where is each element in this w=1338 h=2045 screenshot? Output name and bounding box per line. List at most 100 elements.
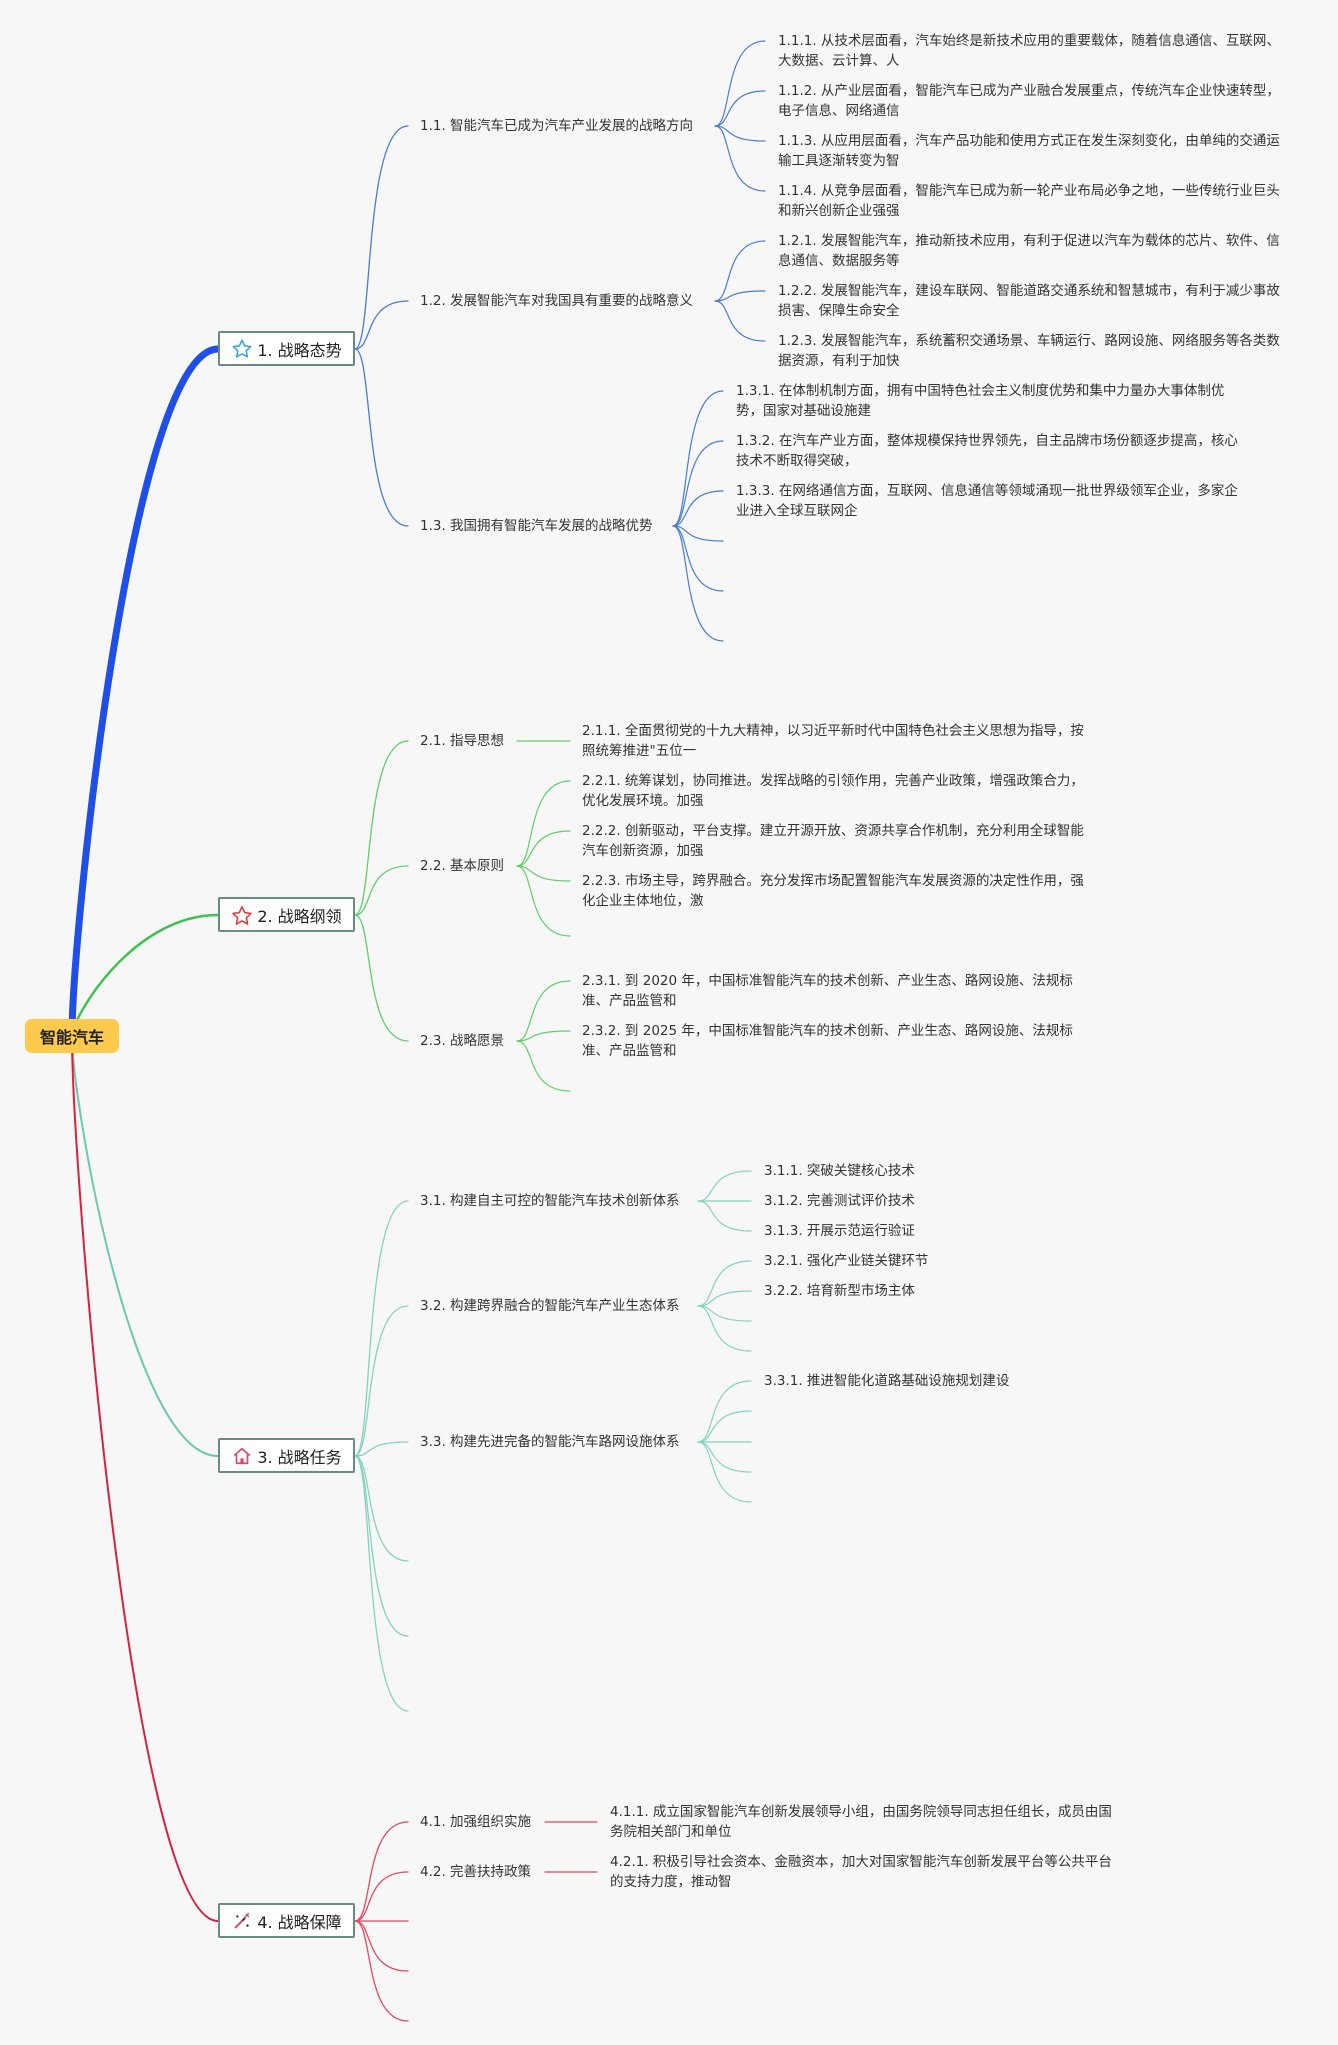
branch-l3-42 — [697, 1170, 752, 1202]
branch-l3-45 — [697, 1260, 752, 1307]
branch-l3-27 — [714, 300, 766, 342]
branch-l2-7 — [354, 740, 409, 916]
branch-l2-9 — [354, 914, 409, 1042]
node-3-3[interactable]: 3.3. 构建先进完备的智能汽车路网设施体系 — [420, 1434, 680, 1450]
branch-l3-31 — [672, 525, 724, 542]
branch-l2-16 — [354, 1821, 409, 1922]
branch-l3-33 — [672, 525, 724, 642]
house-icon — [231, 1445, 253, 1467]
branch-l3-52 — [697, 1441, 752, 1473]
star-red-icon — [231, 904, 253, 926]
branch-l3-37 — [516, 865, 571, 882]
leaf-1-3-2[interactable]: 1.3.2. 在汽车产业方面，整体规模保持世界领先，自主品牌市场份额逐步提高，核… — [736, 433, 1238, 469]
branch-l2-17 — [354, 1871, 409, 1922]
leaf-1-1-3[interactable]: 1.1.3. 从应用层面看，汽车产品功能和使用方式正在发生深刻变化，由单纯的交通… — [778, 133, 1280, 169]
leaf-1-1-4[interactable]: 1.1.4. 从竞争层面看，智能汽车已成为新一轮产业布局必争之地，一些传统行业巨… — [778, 183, 1280, 219]
category-label: 3. 战略任务 — [257, 1447, 342, 1467]
branch-l2-10 — [354, 1200, 409, 1457]
branch-l2-20 — [354, 1920, 409, 2022]
node-1-2[interactable]: 1.2. 发展智能汽车对我国具有重要的战略意义 — [420, 293, 694, 309]
leaf-3-2-2[interactable]: 3.2.2. 培育新型市场主体 — [764, 1283, 915, 1299]
tools-icon — [231, 1910, 253, 1932]
branch-l2-15 — [354, 1455, 409, 1712]
branch-l3-22 — [714, 90, 766, 127]
node-2-2[interactable]: 2.2. 基本原则 — [420, 858, 505, 874]
leaf-1-3-3[interactable]: 1.3.3. 在网络通信方面，互联网、信息通信等领域涌现一批世界级领军企业，多家… — [736, 483, 1238, 519]
branch-l2-11 — [354, 1305, 409, 1457]
node-4-1[interactable]: 4.1. 加强组织实施 — [420, 1814, 532, 1830]
branch-l2-8 — [354, 865, 409, 916]
leaf-2-2-1[interactable]: 2.2.1. 统筹谋划，协同推进。发挥战略的引领作用，完善产业政策，增强政策合力… — [582, 773, 1084, 809]
root-branch-2 — [71, 1035, 219, 1457]
node-3-1[interactable]: 3.1. 构建自主可控的智能汽车技术创新体系 — [420, 1193, 680, 1209]
category-node-strategy-situation[interactable]: 1. 战略态势 — [218, 331, 355, 366]
root-branch-0 — [68, 345, 222, 1040]
category-label: 4. 战略保障 — [257, 1912, 342, 1932]
leaf-3-1-1[interactable]: 3.1.1. 突破关键核心技术 — [764, 1163, 915, 1179]
branch-l3-30 — [672, 490, 724, 527]
branch-l3-46 — [697, 1290, 752, 1307]
leaf-1-1-2[interactable]: 1.1.2. 从产业层面看，智能汽车已成为产业融合发展重点，传统汽车企业快速转型… — [778, 83, 1280, 119]
branch-l3-53 — [697, 1441, 752, 1503]
branch-l3-38 — [516, 865, 571, 937]
branch-l3-39 — [516, 980, 571, 1042]
leaf-1-2-3[interactable]: 1.2.3. 发展智能汽车，系统蓄积交通场景、车辆运行、路网设施、网络服务等各类… — [778, 333, 1280, 369]
branch-l3-47 — [697, 1305, 752, 1322]
branch-l2-14 — [354, 1455, 409, 1637]
branch-l3-48 — [697, 1305, 752, 1352]
leaf-1-3-1[interactable]: 1.3.1. 在体制机制方面，拥有中国特色社会主义制度优势和集中力量办大事体制优… — [736, 383, 1225, 419]
branch-l3-40 — [516, 1030, 571, 1042]
branch-l2-5 — [354, 300, 409, 350]
branch-l2-13 — [354, 1455, 409, 1562]
node-3-2[interactable]: 3.2. 构建跨界融合的智能汽车产业生态体系 — [420, 1298, 680, 1314]
branch-l2-19 — [354, 1920, 409, 1972]
branch-l3-25 — [714, 240, 766, 302]
root-branch-1 — [70, 913, 220, 1038]
leaf-2-1-1[interactable]: 2.1.1. 全面贯彻党的十九大精神，以习近平新时代中国特色社会主义思想为指导，… — [582, 723, 1084, 759]
leaf-1-2-2[interactable]: 1.2.2. 发展智能汽车，建设车联网、智能道路交通系统和智慧城市，有利于减少事… — [778, 283, 1280, 319]
leaf-3-3-1[interactable]: 3.3.1. 推进智能化道路基础设施规划建设 — [764, 1373, 1010, 1389]
branch-l3-24 — [714, 125, 766, 192]
star-outline-icon — [231, 338, 253, 360]
leaf-4-2-1[interactable]: 4.2.1. 积极引导社会资本、金融资本，加大对国家智能汽车创新发展平台等公共平… — [610, 1854, 1112, 1890]
leaf-3-1-2[interactable]: 3.1.2. 完善测试评价技术 — [764, 1193, 915, 1209]
category-node-strategy-guarantee[interactable]: 4. 战略保障 — [218, 1903, 355, 1938]
branch-l3-36 — [516, 830, 571, 867]
root-node[interactable]: 智能汽车 — [25, 1019, 119, 1053]
leaf-4-1-1[interactable]: 4.1.1. 成立国家智能汽车创新发展领导小组，由国务院领导同志担任组长，成员由… — [610, 1804, 1112, 1840]
node-2-3[interactable]: 2.3. 战略愿景 — [420, 1033, 505, 1049]
leaf-2-2-3[interactable]: 2.2.3. 市场主导，跨界融合。充分发挥市场配置智能汽车发展资源的决定性作用，… — [582, 873, 1084, 909]
leaf-2-2-2[interactable]: 2.2.2. 创新驱动，平台支撑。建立开源开放、资源共享合作机制，充分利用全球智… — [582, 823, 1084, 859]
leaf-2-3-2[interactable]: 2.3.2. 到 2025 年，中国标准智能汽车的技术创新、产业生态、路网设施、… — [582, 1023, 1073, 1059]
branch-l3-44 — [697, 1200, 752, 1232]
node-1-1[interactable]: 1.1. 智能汽车已成为汽车产业发展的战略方向 — [420, 118, 694, 134]
node-4-2[interactable]: 4.2. 完善扶持政策 — [420, 1864, 532, 1880]
branch-l3-49 — [697, 1380, 752, 1443]
branch-l3-26 — [714, 290, 766, 302]
branch-l2-12 — [354, 1441, 409, 1457]
category-node-strategy-outline[interactable]: 2. 战略纲领 — [218, 897, 355, 932]
leaf-3-1-3[interactable]: 3.1.3. 开展示范运行验证 — [764, 1223, 915, 1239]
branch-l2-6 — [354, 348, 409, 527]
leaf-3-2-1[interactable]: 3.2.1. 强化产业链关键环节 — [764, 1253, 929, 1269]
branch-l3-32 — [672, 525, 724, 592]
category-node-strategy-tasks[interactable]: 3. 战略任务 — [218, 1438, 355, 1473]
branch-l3-23 — [714, 125, 766, 142]
branch-l3-41 — [516, 1040, 571, 1092]
branch-l2-4 — [354, 125, 409, 350]
branch-l3-21 — [714, 40, 766, 127]
node-2-1[interactable]: 2.1. 指导思想 — [420, 733, 505, 749]
node-1-3[interactable]: 1.3. 我国拥有智能汽车发展的战略优势 — [420, 518, 653, 534]
category-label: 1. 战略态势 — [257, 340, 342, 360]
root-label: 智能汽车 — [39, 1028, 104, 1047]
root-branch-3 — [71, 1035, 219, 1922]
branch-l3-50 — [697, 1410, 752, 1443]
branch-l3-28 — [672, 390, 724, 527]
category-label: 2. 战略纲领 — [257, 906, 342, 926]
leaf-1-1-1[interactable]: 1.1.1. 从技术层面看，汽车始终是新技术应用的重要载体，随着信息通信、互联网… — [778, 33, 1280, 69]
branch-l3-29 — [672, 440, 724, 527]
branch-l3-35 — [516, 780, 571, 867]
leaf-2-3-1[interactable]: 2.3.1. 到 2020 年，中国标准智能汽车的技术创新、产业生态、路网设施、… — [582, 973, 1073, 1009]
leaf-1-2-1[interactable]: 1.2.1. 发展智能汽车，推动新技术应用，有利于促进以汽车为载体的芯片、软件、… — [778, 233, 1280, 269]
